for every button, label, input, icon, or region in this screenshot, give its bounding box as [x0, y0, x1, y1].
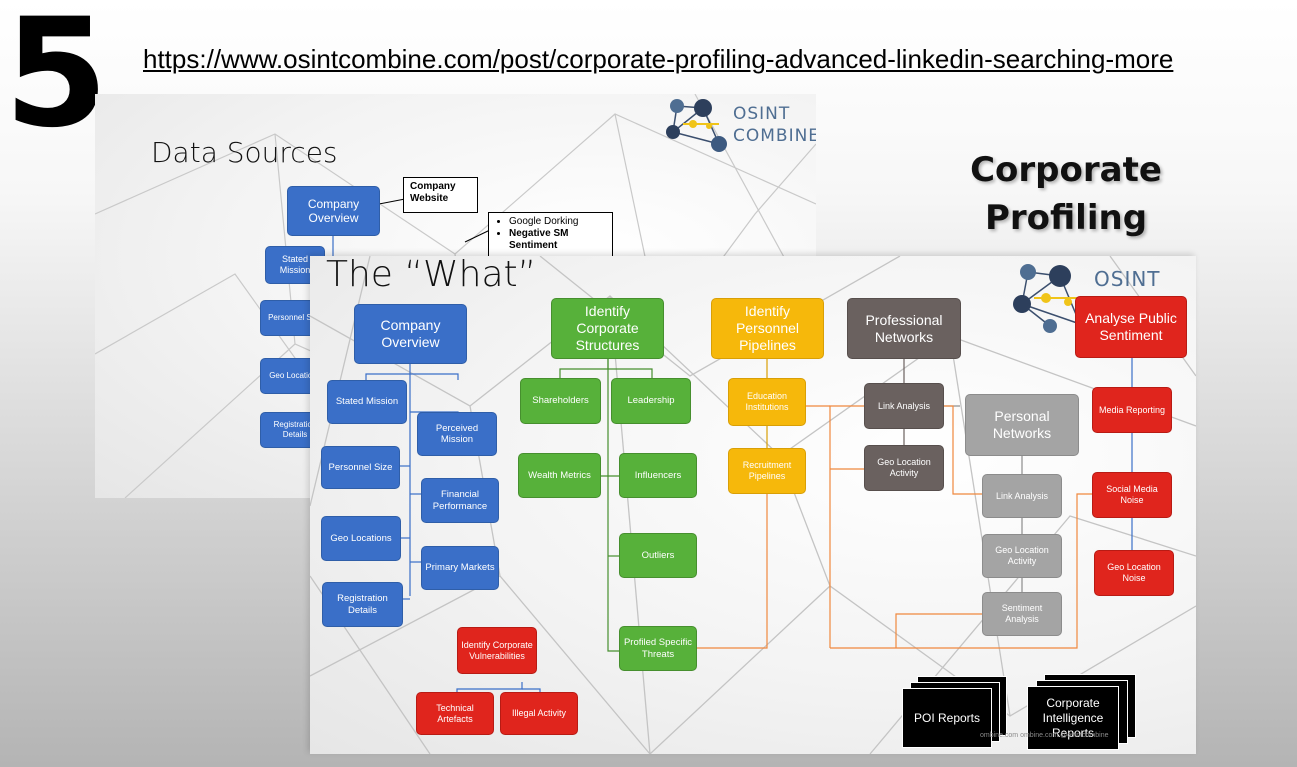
- slide-number: 5: [4, 0, 108, 161]
- leadership: Leadership: [611, 378, 691, 424]
- perceived-mission: Perceived Mission: [417, 412, 497, 456]
- company-overview: Company Overview: [354, 304, 467, 364]
- slide1-title: Data Sources: [151, 136, 338, 169]
- personnel-size: Personnel Size: [321, 446, 400, 489]
- link-analysis-personal: Link Analysis: [982, 474, 1062, 518]
- poi-reports: POI Reports: [902, 688, 992, 748]
- logo-text-line2: COMBINE: [733, 126, 816, 146]
- corporate-intelligence-reports: Corporate Intelligence Reports: [1027, 686, 1119, 750]
- profiled-specific-threats: Profiled Specific Threats: [619, 626, 697, 671]
- social-media-noise: Social Media Noise: [1092, 472, 1172, 518]
- technical-artefacts: Technical Artefacts: [416, 692, 494, 735]
- education-institutions: Education Institutions: [728, 378, 806, 426]
- link-analysis-professional: Link Analysis: [864, 383, 944, 429]
- wealth-metrics: Wealth Metrics: [518, 453, 601, 498]
- source-link[interactable]: https://www.osintcombine.com/post/corpor…: [143, 44, 1174, 74]
- media-reporting: Media Reporting: [1092, 387, 1172, 433]
- registration-details: Registration Details: [322, 582, 403, 627]
- osint-logo-icon: [1013, 264, 1090, 333]
- analyse-public-sentiment: Analyse Public Sentiment: [1075, 296, 1187, 358]
- osint-logo-icon: [666, 99, 727, 152]
- callout-item-negative-sentiment: Negative SM Sentiment: [509, 228, 606, 252]
- callout-company-website: Company Website: [403, 177, 478, 213]
- illegal-activity: Illegal Activity: [500, 692, 578, 735]
- identify-corporate-structures: Identify Corporate Structures: [551, 298, 664, 359]
- geo-locations: Geo Locations: [321, 516, 401, 561]
- identify-corporate-vulnerabilities: Identify Corporate Vulnerabilities: [457, 627, 537, 674]
- callout-search-methods: Google Dorking Negative SM Sentiment: [488, 212, 613, 262]
- geo-location-noise: Geo Location Noise: [1094, 550, 1174, 596]
- headline-line-1: Corporate: [970, 150, 1162, 190]
- logo-text-line1: OSINT: [733, 104, 791, 124]
- s1-company-overview: Company Overview: [287, 186, 380, 236]
- financial-performance: Financial Performance: [421, 478, 499, 523]
- stated-mission: Stated Mission: [327, 380, 407, 424]
- headline: Corporate Profiling: [930, 146, 1202, 242]
- slide-the-what: The “What” OSINT: [310, 256, 1196, 754]
- callout-item-dorking: Google Dorking: [509, 216, 606, 228]
- geo-location-activity-personal: Geo Location Activity: [982, 534, 1062, 578]
- headline-line-2: Profiling: [984, 198, 1148, 238]
- identify-personnel-pipelines: Identify Personnel Pipelines: [711, 298, 824, 359]
- slide-footer: ombine.com ombine.com @osintcombine: [980, 732, 1109, 739]
- outliers: Outliers: [619, 533, 697, 578]
- personal-networks: Personal Networks: [965, 394, 1079, 456]
- logo-text: OSINT: [1094, 267, 1161, 291]
- slide2-title: The “What”: [326, 256, 537, 295]
- shareholders: Shareholders: [520, 378, 601, 424]
- primary-markets: Primary Markets: [421, 546, 499, 590]
- professional-networks: Professional Networks: [847, 298, 961, 359]
- sentiment-analysis: Sentiment Analysis: [982, 592, 1062, 636]
- influencers: Influencers: [619, 453, 697, 498]
- recruitment-pipelines: Recruitment Pipelines: [728, 448, 806, 494]
- geo-location-activity-professional: Geo Location Activity: [864, 445, 944, 491]
